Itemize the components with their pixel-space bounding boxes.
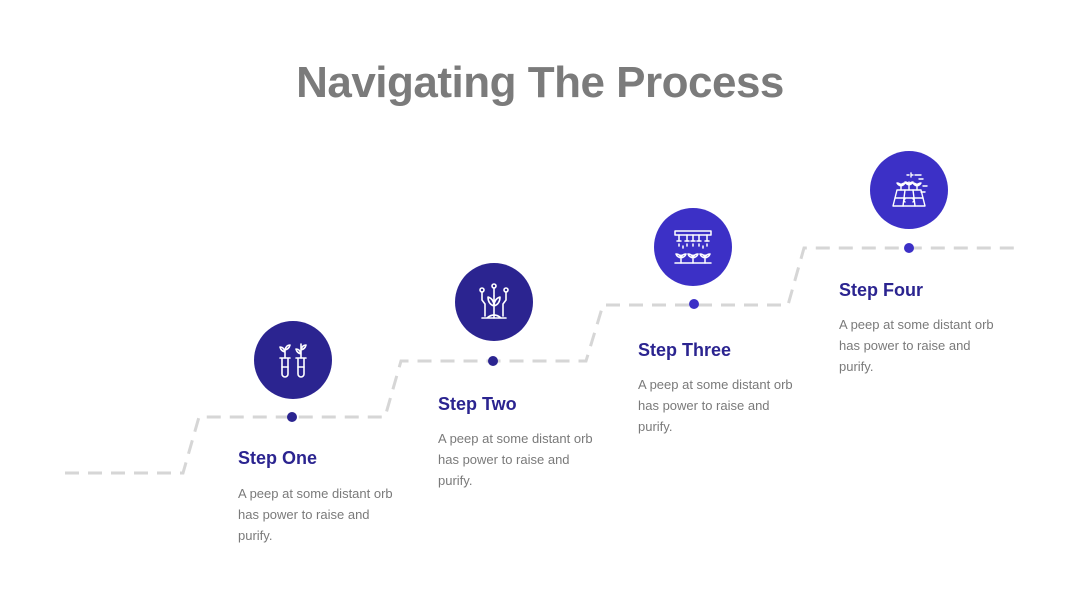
step-two-description: A peep at some distant orb has power to …: [438, 431, 593, 488]
step-four-title: Step Four: [839, 280, 923, 300]
step-one-description: A peep at some distant orb has power to …: [238, 486, 393, 543]
page-title: Navigating The Process: [296, 58, 784, 107]
step-two-icon-circle: [455, 263, 533, 341]
step-two-title: Step Two: [438, 394, 517, 414]
step-one-icon-circle: [254, 321, 332, 399]
test-tubes-plants-icon: [279, 343, 307, 378]
step-four-marker-dot: [904, 243, 914, 253]
step-two-marker-dot: [488, 356, 498, 366]
circuit-plant-icon: [479, 283, 509, 319]
step-one-title: Step One: [238, 448, 318, 468]
step-three-marker-dot: [689, 299, 699, 309]
step-three-description: A peep at some distant orb has power to …: [638, 377, 793, 434]
step-one-marker-dot: [287, 412, 297, 422]
smart-farm-field-icon: [892, 172, 928, 207]
step-four-description: A peep at some distant orb has power to …: [839, 317, 994, 374]
step-three-icon-circle: [654, 208, 732, 286]
step-three-title: Step Three: [638, 340, 732, 360]
step-four-icon-circle: [870, 151, 948, 229]
irrigation-plants-icon: [674, 230, 712, 264]
